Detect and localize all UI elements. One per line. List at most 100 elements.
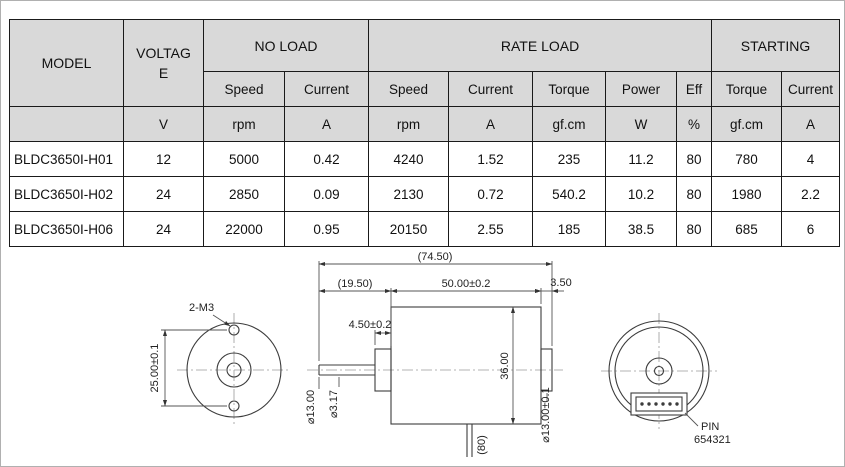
drawing-labels: 2-M3 25.00±0.1 (74.50) (19.50) 50.00±0.2… (149, 251, 731, 455)
no-load-current-cell: 0.42 (283, 141, 370, 177)
front-view (186, 322, 282, 418)
rate-load-current-cell: 0.72 (448, 176, 534, 212)
voltage-header: VOLTAGE (123, 19, 204, 107)
rate-load-power-cell: 11.2 (605, 141, 678, 177)
pin-label: PIN (701, 421, 719, 433)
rate-load-current-cell: 2.55 (448, 211, 534, 247)
efficiency-cell: 80 (676, 176, 713, 212)
no-load-current-header: Current (283, 71, 370, 107)
wire-length-dim-label: (80) (476, 435, 488, 455)
pin-connector (630, 392, 688, 416)
no-load-speed-unit: rpm (203, 106, 285, 142)
side-view-dimensions (318, 261, 564, 425)
starting-torque-unit: gf.cm (711, 106, 783, 142)
rate-load-header: RATE LOAD (368, 19, 713, 72)
starting-current-cell: 4 (781, 141, 841, 177)
body-length-dim-label: 50.00±0.2 (442, 278, 491, 290)
rear-view (608, 320, 710, 427)
starting-current-cell: 6 (781, 211, 841, 247)
model-cell: BLDC3650I-H02 (9, 176, 124, 212)
pin-connector-inner (635, 396, 683, 412)
voltage-cell: 12 (123, 141, 204, 177)
starting-current-header: Current (781, 71, 841, 107)
front-shaft-circle (226, 362, 242, 378)
front-boss-circle (216, 352, 252, 388)
no-load-current-unit: A (283, 106, 370, 142)
starting-header: STARTING (711, 19, 841, 72)
voltage-cell: 24 (123, 211, 204, 247)
table-row: BLDC3650I-H02 24 2850 0.09 2130 0.72 540… (9, 176, 841, 212)
table-row: BLDC3650I-H06 24 22000 0.95 20150 2.55 1… (9, 211, 841, 247)
spec-table: MODEL VOLTAGE NO LOAD RATE LOAD STARTING… (9, 19, 841, 247)
starting-current-cell: 2.2 (781, 176, 841, 212)
model-cell: BLDC3650I-H01 (9, 141, 124, 177)
hole-leader-line (212, 314, 231, 327)
rate-load-power-cell: 38.5 (605, 211, 678, 247)
header-sub-row: Speed Current Speed Current Torque Power… (10, 71, 841, 107)
units-row: V rpm A rpm A gf.cm W % gf.cm A (9, 106, 841, 142)
efficiency-unit: % (676, 106, 713, 142)
rate-load-speed-cell: 4240 (368, 141, 450, 177)
no-load-header: NO LOAD (202, 19, 370, 72)
table-row: BLDC3650I-H01 12 5000 0.42 4240 1.52 235… (9, 141, 841, 177)
rate-load-power-cell: 10.2 (605, 176, 678, 212)
rear-hub-circle (645, 357, 673, 385)
rear-boss-diameter-dim-label: ⌀13.00±0.1 (540, 387, 552, 442)
mount-hole-bottom (228, 400, 240, 412)
pin-leader-line (684, 412, 699, 427)
rear-outer-circle (608, 320, 710, 422)
rate-load-speed-cell: 20150 (368, 211, 450, 247)
model-cell: BLDC3650I-H06 (9, 211, 124, 247)
starting-torque-cell: 1980 (711, 176, 783, 212)
hole-spacing-dim-label: 25.00±0.1 (149, 344, 161, 393)
starting-torque-cell: 780 (711, 141, 783, 177)
pin-numbers-label: 654321 (694, 434, 731, 446)
front-outer-circle (186, 322, 282, 418)
rate-load-torque-header: Torque (532, 71, 607, 107)
rate-load-power-unit: W (605, 106, 678, 142)
no-load-current-cell: 0.09 (283, 176, 370, 212)
rate-load-current-unit: A (448, 106, 534, 142)
efficiency-cell: 80 (676, 141, 713, 177)
no-load-speed-cell: 22000 (203, 211, 285, 247)
boss-length-dim-label: 4.50±0.2 (349, 319, 392, 331)
no-load-speed-cell: 2850 (203, 176, 285, 212)
total-length-dim-label: (74.50) (418, 251, 453, 263)
header-group-row: MODEL VOLTAGE NO LOAD RATE LOAD STARTING (9, 19, 841, 107)
side-view (318, 306, 553, 457)
shaft-length-dim-label: (19.50) (338, 278, 373, 290)
body-diameter-dim-label: 36.00 (499, 352, 511, 380)
rear-length-dim-label: 3.50 (550, 277, 571, 289)
rate-load-speed-unit: rpm (368, 106, 450, 142)
front-view-dimensions (161, 314, 231, 407)
starting-current-unit: A (781, 106, 841, 142)
rear-center-circle (653, 365, 665, 377)
efficiency-header: Eff (676, 71, 713, 107)
efficiency-cell: 80 (676, 211, 713, 247)
no-load-current-cell: 0.95 (283, 211, 370, 247)
rate-load-torque-cell: 235 (532, 141, 607, 177)
mount-hole-top (228, 324, 240, 336)
voltage-unit: V (123, 106, 204, 142)
voltage-cell: 24 (123, 176, 204, 212)
connector-pins (640, 402, 679, 406)
model-header: MODEL (9, 19, 124, 107)
boss-diameter-dim-label: ⌀13.00 (305, 390, 317, 424)
rate-load-current-cell: 1.52 (448, 141, 534, 177)
rear-boss-rect (540, 348, 553, 392)
rate-load-current-header: Current (448, 71, 534, 107)
starting-torque-header: Torque (711, 71, 783, 107)
mount-hole-label: 2-M3 (189, 302, 214, 314)
rate-load-speed-cell: 2130 (368, 176, 450, 212)
shaft-diameter-dim-label: ⌀3.17 (328, 390, 340, 418)
rate-load-torque-cell: 540.2 (532, 176, 607, 212)
technical-drawing: 2-M3 25.00±0.1 (74.50) (19.50) 50.00±0.2… (149, 251, 731, 457)
model-unit-cell-empty (9, 106, 124, 142)
starting-torque-cell: 685 (711, 211, 783, 247)
no-load-speed-cell: 5000 (203, 141, 285, 177)
motor-body-rect (390, 306, 542, 425)
rate-load-torque-unit: gf.cm (532, 106, 607, 142)
no-load-speed-header: Speed (203, 71, 285, 107)
centerlines (177, 313, 717, 429)
